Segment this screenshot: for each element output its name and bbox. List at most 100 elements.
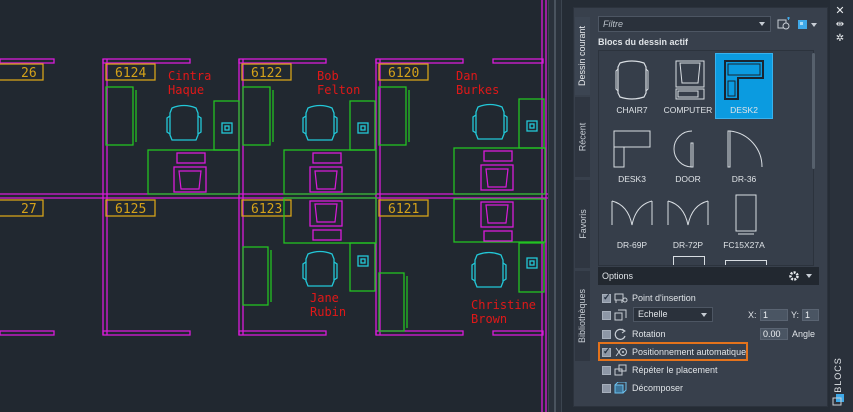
palette-title-bar (830, 0, 853, 412)
option-insertion-point[interactable]: Point d'insertion (602, 290, 696, 306)
wall (238, 330, 327, 336)
phone (357, 255, 369, 267)
phone (526, 120, 538, 132)
block-tile[interactable]: DR-72P (660, 189, 716, 253)
repeat-placement-checkbox[interactable] (602, 365, 611, 375)
option-explode[interactable]: Décomposer (602, 380, 683, 396)
occupant-last-name: Felton (317, 83, 360, 97)
side-table (349, 100, 376, 151)
auto-placement-icon (614, 346, 628, 358)
scale-x-input[interactable]: 1 (760, 309, 788, 321)
computer-keyboard (483, 150, 513, 162)
options-title: Options (602, 271, 634, 281)
block-tile[interactable]: COMPUTER (660, 54, 716, 118)
block-gallery: CHAIR7 COMPUTER DESK2 DESK3 DOOR DR-36 D… (598, 50, 814, 266)
chair (474, 251, 504, 288)
scale-checkbox[interactable] (602, 310, 611, 320)
wall (375, 58, 464, 64)
computer-keyboard (312, 229, 342, 241)
repeat-placement-label: Répéter le placement (632, 365, 718, 375)
auto-placement-checkbox[interactable] (602, 346, 611, 357)
room-tag (0, 63, 44, 81)
block-tile[interactable]: DR-69P (604, 189, 660, 253)
computer-keyboard (483, 230, 513, 242)
options-settings-button[interactable] (787, 269, 815, 283)
auto-placement-label: Positionnement automatique (632, 347, 747, 357)
filter-dropdown[interactable]: Filtre (598, 16, 771, 32)
wall (492, 330, 544, 336)
splitter-line (554, 0, 556, 412)
tab-label: Récent (577, 122, 588, 152)
room-tag (241, 63, 292, 81)
repeat-placement-icon (614, 364, 628, 376)
option-repeat-placement[interactable]: Répéter le placement (602, 362, 718, 378)
scale-y-input[interactable]: 1 (802, 309, 819, 321)
room-tag (378, 199, 429, 217)
room-number: 6120 (388, 66, 419, 81)
splitter[interactable] (548, 0, 562, 412)
browse-blocks-button[interactable] (777, 17, 791, 31)
options-header: Options (598, 267, 819, 285)
tab-libraries[interactable]: Bibliothèques (575, 271, 590, 361)
autohide-icon[interactable]: ⇹ (835, 19, 845, 30)
tab-favorites[interactable]: Favoris (575, 180, 590, 268)
tab-label: Bibliothèques (577, 288, 588, 344)
rotation-label: Rotation (632, 329, 666, 339)
option-rotation[interactable]: Rotation (602, 326, 666, 342)
chair-arm (166, 115, 202, 135)
room-number: 6124 (115, 66, 146, 81)
block-tile[interactable]: DOOR (660, 123, 716, 187)
block-tile-selected[interactable]: DESK2 (715, 53, 773, 119)
desk-block-icon (719, 57, 769, 103)
computer-screen (485, 204, 509, 224)
phone (221, 122, 233, 134)
block-tile[interactable]: CHAIR7 (604, 54, 660, 118)
insertion-point-checkbox[interactable] (602, 292, 611, 303)
close-icon[interactable]: ✕ (835, 5, 845, 17)
phone-keypad (360, 125, 366, 131)
file-cabinet-block-icon (719, 192, 769, 238)
chair (305, 250, 335, 287)
chair-arm (302, 115, 338, 135)
wall (0, 330, 55, 336)
highlight-box (598, 342, 748, 361)
block-label: FC15X27A (723, 240, 765, 250)
chair-block-icon (607, 57, 657, 103)
angle-label: Angle (792, 329, 816, 339)
phone-keypad (360, 258, 366, 264)
tab-recent[interactable]: Récent (575, 97, 590, 177)
occupant-first-name: Dan (456, 69, 478, 83)
chair (475, 103, 505, 140)
rotation-checkbox[interactable] (602, 329, 611, 339)
panel (378, 272, 405, 332)
computer-keyboard (176, 152, 206, 164)
computer-screen (178, 170, 202, 190)
desk (283, 149, 377, 195)
option-scale[interactable] (602, 307, 632, 323)
option-auto-placement[interactable]: Positionnement automatique (602, 344, 746, 360)
explode-checkbox[interactable] (602, 383, 611, 393)
block-tile[interactable]: DR-36 (716, 123, 772, 187)
panel (105, 86, 134, 146)
room-number: 6121 (388, 202, 419, 217)
properties-icon[interactable]: ✲ (835, 33, 845, 44)
explode-label: Décomposer (632, 383, 684, 393)
block-tile[interactable]: FC15X27A (716, 189, 772, 253)
side-table (213, 100, 240, 151)
scale-mode-dropdown[interactable]: Echelle (633, 307, 713, 322)
rotation-angle-input[interactable]: 0.00 (760, 328, 788, 340)
block-label: DR-69P (616, 240, 648, 250)
block-tile[interactable]: DESK3 (604, 123, 660, 187)
door-block-icon (719, 126, 769, 172)
room-number: 6122 (251, 66, 282, 81)
computer-screen (485, 168, 509, 188)
gallery-scrollbar[interactable] (812, 53, 815, 169)
phone-keypad (529, 123, 535, 129)
panel (242, 246, 269, 306)
palette-title: BLOCS (828, 357, 848, 393)
tab-current-drawing[interactable]: Dessin courant (575, 17, 590, 95)
view-options-button[interactable] (797, 18, 819, 30)
explode-icon (614, 382, 628, 394)
